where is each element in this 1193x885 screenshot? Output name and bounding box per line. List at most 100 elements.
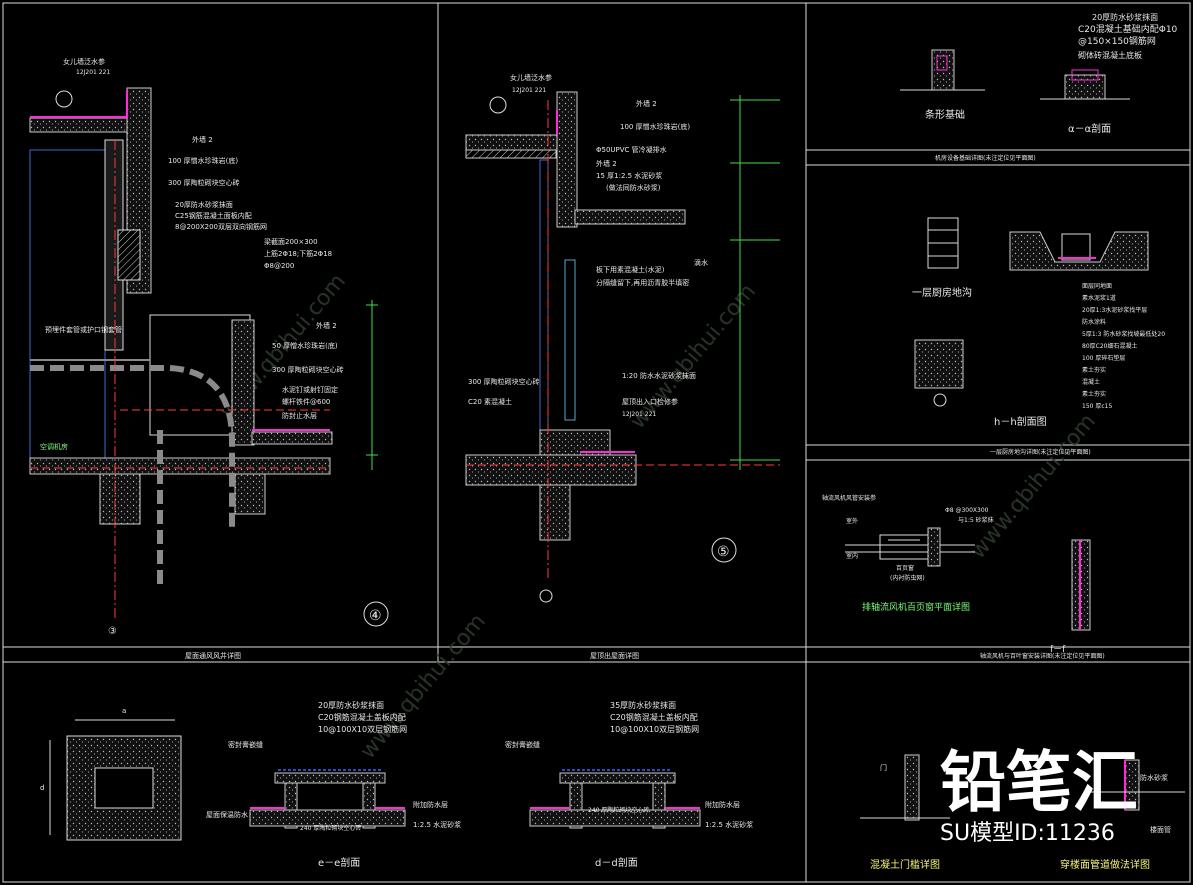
p2-note-8: 分隔缝留下,再用沥青胶半填密	[596, 278, 689, 287]
detail-b-title: 一层厨房地沟	[912, 286, 972, 299]
detail-b-note-8: 素土夯实	[1082, 366, 1106, 374]
watermark-id-text: SU模型ID:11236	[940, 821, 1115, 846]
detail-a-note-4: 砌体砖混凝土底板	[1078, 50, 1142, 60]
d-note-4: 密封膏嵌缝	[505, 740, 540, 749]
d-note-5: 240 厚陶粒砌块空心砖	[588, 806, 649, 814]
p2-note-14: 滴水	[694, 258, 708, 267]
p1-note-13: 水泥钉或射钉固定	[282, 385, 338, 394]
detail-a-note-2: C20混凝土基础内配Φ10	[1078, 23, 1178, 35]
p5-note-3: 楼面管	[1150, 825, 1171, 834]
strip-title-3: 轴流风机与百叶窗安装详图(未注定位见平面图)	[980, 652, 1105, 660]
panel-threshold-pipe: 门 防水砂浆 楼面管 混凝土门槛详图 穿楼面管道做法详图	[860, 754, 1185, 871]
p1-ext-wall: 外墙 2	[192, 135, 213, 144]
p1-note-11: 50 厚憎水珍珠岩(底)	[272, 341, 338, 350]
detail-c-note-3: 与1:5 砂浆抹	[958, 516, 994, 524]
detail-b-note-1: 面层同地面	[1082, 282, 1112, 290]
p1-detail-mark: ④	[369, 608, 382, 624]
e-note-8: 240 厚陶粒砌块空心砖	[300, 824, 361, 832]
p1-note-3: 20厚防水砂浆抹面	[175, 200, 233, 209]
trench-section	[1009, 231, 1149, 271]
detail-b-note-11: 150 厚c15	[1082, 403, 1112, 410]
callout-parapet: 女儿墙泛水参	[63, 57, 105, 66]
window-frame	[29, 149, 106, 461]
detail-mark-circle	[363, 601, 389, 627]
detail-c-note-2: Φ8 @300X300	[945, 507, 989, 514]
p2-note-6: (做法同防水砂浆)	[606, 183, 661, 192]
strip-title-2: 一层厨房地沟详图(未注定位见平面图)	[990, 448, 1091, 456]
p2-parapet	[556, 91, 578, 228]
p1-note-9: 预埋件套管或护口钢套管	[45, 325, 122, 334]
plan-dim-a: a	[122, 707, 126, 715]
watermark-logo-text: 铅笔汇	[940, 744, 1138, 821]
e-note-3: 10@100X10双层钢筋网	[318, 724, 407, 734]
d-section-title: d－d剖面	[595, 856, 638, 869]
p1-note-12: 300 厚陶粒砌块空心砖	[272, 365, 344, 374]
watermark-logo: 铅笔汇 SU模型ID:11236	[940, 744, 1138, 846]
e-note-6: 附加防水层	[413, 800, 448, 809]
detail-b-notes: 面层同地面 素水泥浆1道 20厚1:3水泥砂浆找平层 防水涂料 5厚1:3 防水…	[1082, 282, 1165, 410]
detail-a-title: 条形基础	[925, 108, 965, 121]
d-note-6: 附加防水层	[705, 800, 740, 809]
p2-note-2: 100 厚憎水珍珠岩(底)	[620, 122, 690, 131]
p1-note-8: Φ8@200	[264, 262, 294, 270]
d-note-3: 10@100X10双层钢筋网	[610, 724, 699, 734]
p2-note-3: Φ50UPVC 管冷凝排水	[596, 145, 667, 154]
p5-right-title: 穿楼面管道做法详图	[1060, 858, 1150, 871]
p5-left-title: 混凝土门槛详图	[870, 858, 940, 871]
detail-b-note-4: 防水涂料	[1082, 318, 1106, 326]
e-note-4: 密封膏嵌缝	[228, 740, 263, 749]
roof-slab	[29, 117, 141, 133]
detail-c-section: f－f	[1050, 645, 1066, 655]
p1-note-15: 防封止水层	[282, 411, 317, 420]
p2-note-10: C20 素混凝土	[468, 397, 512, 406]
detail-c-note-5: 百页窗	[896, 564, 914, 572]
detail-c-note-6: (内衬防虫网)	[890, 574, 925, 582]
canopy-slab	[574, 209, 686, 225]
p2-note-9: 300 厚陶粒砌块空心砖	[468, 377, 540, 386]
p1-title: 屋面通风风井详图	[185, 651, 241, 660]
p1-note-2: 300 厚陶粒砌块空心砖	[168, 178, 240, 187]
d-note-7: 1:2.5 水泥砂浆	[705, 820, 753, 829]
e-note-7: 1:2.5 水泥砂浆	[413, 820, 461, 829]
detail-b-note-2: 素水泥浆1道	[1082, 294, 1116, 302]
p2-title: 屋顶出屋面详图	[590, 651, 639, 660]
p2-note-12: 屋顶出入口检修参	[622, 397, 678, 406]
detail-c-note-7: 室内	[846, 552, 858, 560]
detail-c-title: 排轴流风机百页窗平面详图	[862, 601, 970, 613]
detail-a-note-3: @150×150钢筋网	[1078, 35, 1156, 47]
e-note-2: C20钢筋混凝土盖板内配	[318, 712, 406, 722]
p1-note-10: 外墙 2	[316, 321, 337, 330]
p2-note-13: 12J201 221	[622, 411, 656, 418]
p1-note-7: 上筋2Φ18;下筋2Φ18	[264, 249, 332, 258]
p1-note-5: 8@200X200双层双向钢筋网	[175, 222, 267, 231]
plan-dim-d: d	[40, 784, 44, 792]
detail-b-note-6: 80厚C20细石混凝土	[1082, 342, 1137, 350]
p1-axis-label: ③	[108, 626, 117, 637]
p2-axis-circle	[539, 589, 553, 603]
panel-shaft-sections: a d 20厚防水砂浆抹面 C20钢筋混凝土盖板内配 10@100X10双层钢筋…	[40, 700, 753, 869]
p2-detail-mark: ⑤	[717, 544, 730, 560]
p1-note-1: 100 厚憎水珍珠岩(底)	[168, 156, 238, 165]
d-note-2: C20钢筋混凝土盖板内配	[610, 712, 698, 722]
detail-b-note-9: 混凝土	[1082, 378, 1100, 386]
panel-equipment-details: 条形基础 20厚防水砂浆抹面 C20混凝土基础内配Φ10 @150×150钢筋网…	[822, 12, 1178, 660]
p1-room-label: 空调机房	[40, 442, 68, 451]
p2-callout: 女儿墙泛水参	[510, 73, 552, 82]
e-note-1: 20厚防水砂浆抹面	[318, 700, 384, 710]
p2-note-5: 15 厚1:2.5 水泥砂浆	[596, 171, 662, 180]
p1-note-6: 梁截面200×300	[264, 237, 318, 246]
detail-c-note-1: 轴流风机风管安装参	[822, 494, 876, 502]
panel-vent-shaft-detail: 女儿墙泛水参 12J201 221 外墙 2 100 厚憎水珍珠岩(底) 300…	[29, 57, 389, 660]
p5-note-1: 门	[880, 763, 887, 772]
detail-b-section: h－h剖面图	[994, 415, 1047, 428]
p1-note-14: 螺杆铁件@600	[282, 397, 330, 406]
p2-note-1: 外墙 2	[636, 99, 657, 108]
detail-b-note-7: 100 厚碎石垫层	[1082, 354, 1125, 362]
detail-c-note-4: 室外	[846, 517, 858, 525]
strip-title-1: 机房设备基础详图(未注定位见平面图)	[935, 154, 1036, 162]
d-note-1: 35厚防水砂浆抹面	[610, 700, 676, 710]
panel-roof-exit-detail: 女儿墙泛水参 12J201 221 外墙 2 100 厚憎水珍珠岩(底) Φ50…	[465, 73, 780, 660]
detail-b-note-5: 5厚1:3 防水砂浆找坡最低处20	[1082, 330, 1165, 338]
